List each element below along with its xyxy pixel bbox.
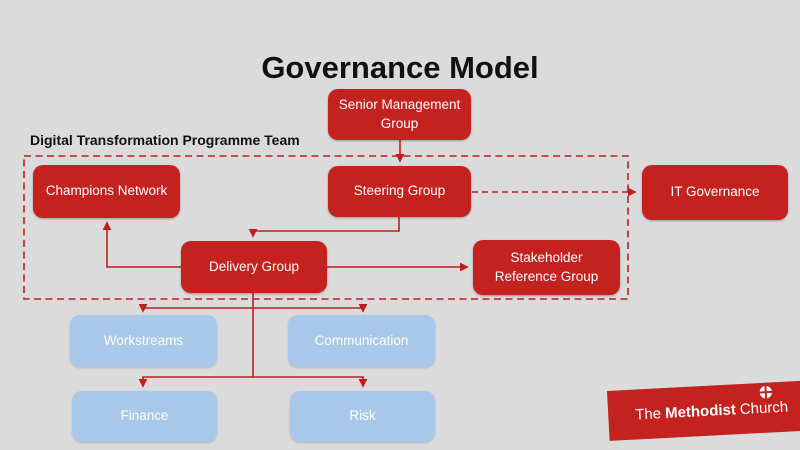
node-it-governance: IT Governance [642, 165, 788, 220]
connector-delivery-to-champions [102, 221, 181, 268]
programme-team-label: Digital Transformation Programme Team [30, 132, 300, 148]
logo-word-methodist: Methodist [664, 400, 737, 422]
node-stakeholder-reference-group: Stakeholder Reference Group [473, 240, 620, 295]
page-title: Governance Model [261, 50, 539, 85]
node-risk: Risk [290, 391, 435, 442]
connector-branch-workstreams [138, 303, 253, 313]
connector-branch-risk [253, 376, 368, 388]
logo-word-church: Church [739, 398, 789, 418]
connector-branch-finance [138, 376, 253, 388]
orb-and-cross-icon [759, 385, 773, 399]
node-steering-group: Steering Group [328, 166, 471, 217]
node-finance: Finance [72, 391, 217, 442]
node-workstreams: Workstreams [70, 315, 217, 367]
node-champions-network: Champions Network [33, 165, 180, 218]
node-delivery-group: Delivery Group [181, 241, 327, 293]
connector-steering-to-delivery [248, 217, 400, 238]
logo-word-the: The [634, 404, 662, 424]
node-senior-management-group: Senior Management Group [328, 89, 471, 140]
connector-branch-communication [253, 303, 368, 313]
node-communication: Communication [288, 315, 435, 367]
